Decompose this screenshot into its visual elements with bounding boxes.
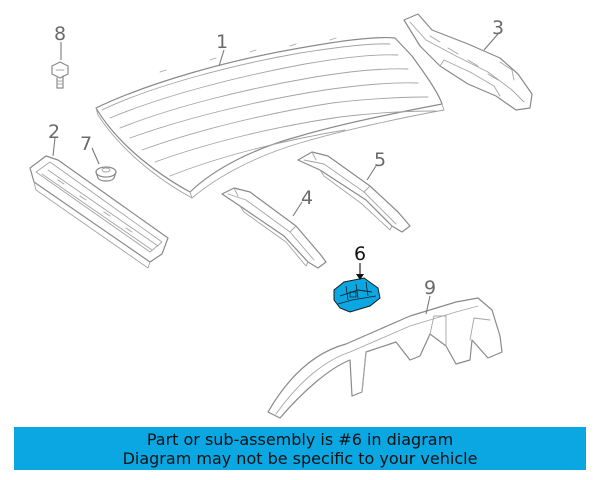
part-9-side-rail [267,297,503,419]
part-7-grommet [95,166,117,182]
part-2-front-header [29,155,169,269]
parts-diagram: 1 2 3 4 5 [29,13,533,419]
callout-6: 6 [354,243,366,265]
part-6-bracket [333,277,381,313]
info-banner: Part or sub-assembly is #6 in diagram Di… [14,427,586,470]
callout-4: 4 [301,187,313,209]
callout-9: 9 [424,277,436,299]
banner-line-2: Diagram may not be specific to your vehi… [122,449,478,468]
callout-5: 5 [374,149,386,171]
callout-2: 2 [48,121,60,143]
banner-line-1: Part or sub-assembly is #6 in diagram [146,430,454,449]
callout-3: 3 [492,17,504,39]
callout-7: 7 [80,133,92,155]
part-5-roof-bow [297,151,411,233]
callout-8: 8 [54,23,66,45]
part-8-bolt [51,61,69,89]
part-3-rear-header [403,13,533,111]
callout-1: 1 [216,31,228,53]
part-1-roof-panel [95,37,445,199]
part-4-roof-bow [221,187,327,269]
